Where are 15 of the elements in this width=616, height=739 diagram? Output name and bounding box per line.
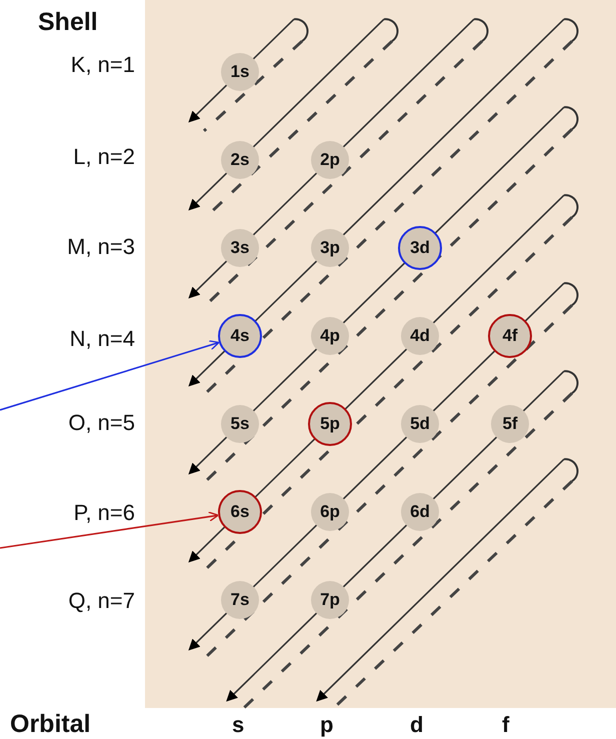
column-label: p: [320, 712, 334, 738]
row-label: N, n=4: [70, 326, 135, 352]
row-label: Q, n=7: [68, 588, 135, 614]
column-label: s: [232, 712, 244, 738]
row-label: L, n=2: [73, 144, 135, 170]
row-label: M, n=3: [67, 234, 135, 260]
row-label: K, n=1: [70, 52, 135, 78]
row-label: P, n=6: [74, 500, 135, 526]
row-label: O, n=5: [68, 410, 135, 436]
column-label: f: [502, 712, 510, 738]
arrow: [0, 340, 220, 411]
arrow: [0, 512, 219, 549]
axis-title: Orbital: [10, 710, 91, 739]
column-label: d: [410, 712, 424, 738]
axis-title: Shell: [38, 8, 98, 37]
